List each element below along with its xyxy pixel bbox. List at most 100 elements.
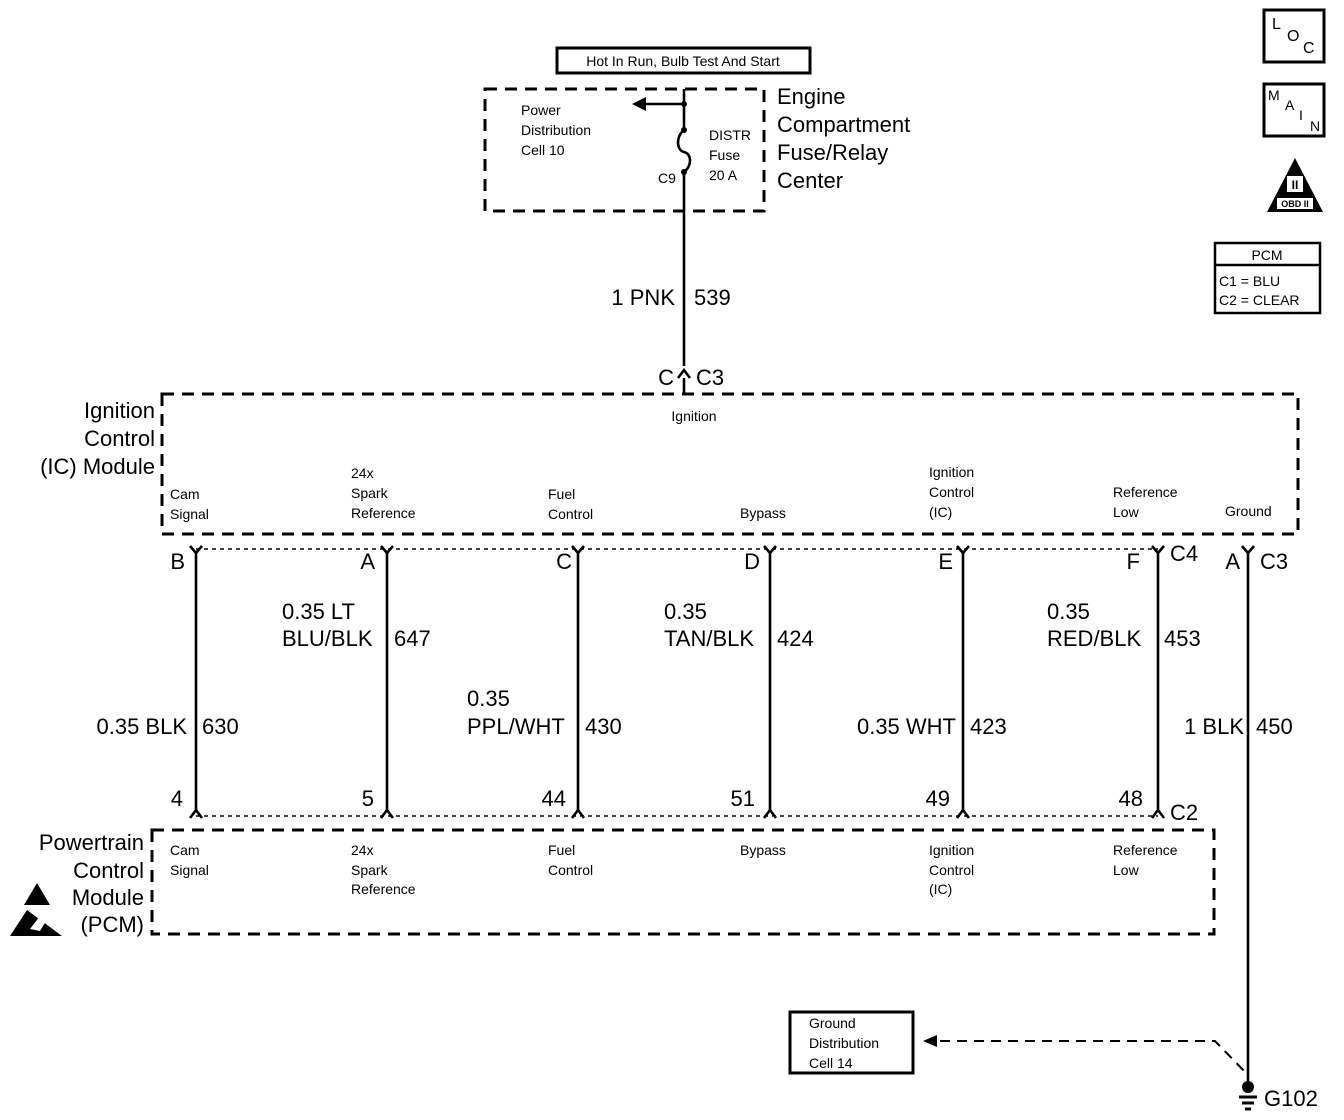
pcm-pin-48: 48 bbox=[1119, 786, 1143, 811]
wire-453-color-1: 0.35 bbox=[1047, 599, 1090, 624]
pcm-signal-reflow-1: Reference bbox=[1113, 842, 1178, 858]
power-distribution-line-2: Distribution bbox=[521, 122, 591, 138]
wire-430-color-2: PPL/WHT bbox=[467, 714, 565, 739]
pcm-connector-c2: C2 bbox=[1170, 800, 1198, 825]
fuse-center-box bbox=[483, 87, 766, 213]
wire-450-circuit: 450 bbox=[1256, 714, 1293, 739]
pcm-signal-cam-2: Signal bbox=[170, 862, 209, 878]
pcm-signal-reflow-2: Low bbox=[1113, 862, 1140, 878]
ic-signal-ground: Ground bbox=[1225, 503, 1272, 519]
wire-423-color: 0.35 WHT bbox=[857, 714, 956, 739]
bus-arrow-icon bbox=[632, 97, 646, 111]
ic-signal-cam-2: Signal bbox=[170, 506, 209, 522]
ground-pin-a: A bbox=[1225, 549, 1240, 574]
ic-signal-ic-3: (IC) bbox=[929, 504, 952, 520]
ground-connector-c3: C3 bbox=[1260, 549, 1288, 574]
pcm-connector-table: PCM C1 = BLU C2 = CLEAR bbox=[1213, 241, 1322, 315]
pcm-module-box bbox=[150, 828, 1216, 936]
pcm-pin-49: 49 bbox=[926, 786, 950, 811]
wire-453-color-2: RED/BLK bbox=[1047, 626, 1141, 651]
ground-distribution-line-1: Ground bbox=[809, 1015, 856, 1031]
pcm-table-row-1: C1 = BLU bbox=[1219, 273, 1280, 289]
svg-text:C: C bbox=[1303, 40, 1315, 57]
fuse-center-title-4: Center bbox=[777, 168, 843, 193]
pcm-table-header: PCM bbox=[1251, 247, 1282, 263]
pcm-pin-5: 5 bbox=[362, 786, 374, 811]
ground-ref-arrow-icon bbox=[923, 1035, 937, 1047]
pcm-title-1: Powertrain bbox=[39, 830, 144, 855]
ic-pin-e: E bbox=[938, 549, 953, 574]
ic-pin-b: B bbox=[170, 549, 185, 574]
wire-450-color: 1 BLK bbox=[1184, 714, 1244, 739]
pcm-signal-ic-3: (IC) bbox=[929, 881, 952, 897]
ic-module-title-2: Control bbox=[84, 426, 155, 451]
esd-hand-icon bbox=[10, 910, 62, 936]
ic-signal-24x-3: Reference bbox=[351, 505, 416, 521]
ground-ref-dashed-line bbox=[940, 1040, 1249, 1076]
ground-symbol-icon bbox=[1239, 1081, 1257, 1111]
fuse-connector-label: C9 bbox=[658, 170, 676, 186]
ic-pin-a: A bbox=[360, 549, 375, 574]
pcm-signal-cam-1: Cam bbox=[170, 842, 200, 858]
pcm-title-2: Control bbox=[73, 858, 144, 883]
loc-icon[interactable]: L O C bbox=[1262, 8, 1326, 64]
wire-430-circuit: 430 bbox=[585, 714, 622, 739]
wire-424-color-1: 0.35 bbox=[664, 599, 707, 624]
fuse-center-title-1: Engine bbox=[777, 84, 846, 109]
ic-module-box bbox=[160, 392, 1300, 536]
ic-signal-bypass: Bypass bbox=[740, 505, 786, 521]
ic-connector-c4: C4 bbox=[1170, 541, 1198, 566]
fuse-label-line-2: Fuse bbox=[709, 147, 740, 163]
ic-ignition-pin: C bbox=[658, 365, 674, 390]
pcm-signal-24x-3: Reference bbox=[351, 881, 416, 897]
wire-424-color-2: TAN/BLK bbox=[664, 626, 754, 651]
svg-text:II: II bbox=[1292, 178, 1299, 192]
svg-text:M: M bbox=[1268, 87, 1280, 103]
ic-signal-reflow-1: Reference bbox=[1113, 484, 1178, 500]
fuse-label-line-3: 20 A bbox=[709, 167, 738, 183]
bus-junction bbox=[681, 101, 687, 107]
wire-453-circuit: 453 bbox=[1164, 626, 1201, 651]
wire-424-circuit: 424 bbox=[777, 626, 814, 651]
fuse-center-title-3: Fuse/Relay bbox=[777, 140, 888, 165]
pcm-signal-ic-1: Ignition bbox=[929, 842, 974, 858]
ic-signal-ic-2: Control bbox=[929, 484, 974, 500]
wire-630-circuit: 630 bbox=[202, 714, 239, 739]
ic-pin-d: D bbox=[744, 549, 760, 574]
ic-signal-fuel-1: Fuel bbox=[548, 486, 575, 502]
pcm-title-3: Module bbox=[72, 885, 144, 910]
ic-signal-reflow-2: Low bbox=[1113, 504, 1140, 520]
ic-ignition-label: Ignition bbox=[671, 408, 716, 424]
obd-ii-icon[interactable]: II OBD II bbox=[1267, 158, 1323, 212]
feed-wire-color: 1 PNK bbox=[611, 285, 675, 310]
ground-g102-label: G102 bbox=[1264, 1086, 1318, 1111]
ground-distribution-line-2: Distribution bbox=[809, 1035, 879, 1051]
power-distribution-line-3: Cell 10 bbox=[521, 142, 565, 158]
svg-text:OBD II: OBD II bbox=[1281, 199, 1309, 209]
ic-signal-24x-1: 24x bbox=[351, 465, 374, 481]
svg-text:N: N bbox=[1310, 118, 1320, 134]
wire-430-color-1: 0.35 bbox=[467, 686, 510, 711]
svg-text:I: I bbox=[1299, 107, 1303, 123]
pcm-pin-51: 51 bbox=[731, 786, 755, 811]
pcm-table-row-2: C2 = CLEAR bbox=[1219, 292, 1300, 308]
main-icon[interactable]: M A I N bbox=[1262, 82, 1326, 138]
ic-signal-cam-1: Cam bbox=[170, 486, 200, 502]
pcm-signal-fuel-2: Control bbox=[548, 862, 593, 878]
ic-module-title-3: (IC) Module bbox=[40, 454, 155, 479]
power-label: Hot In Run, Bulb Test And Start bbox=[586, 53, 780, 69]
svg-text:L: L bbox=[1272, 16, 1281, 33]
pcm-pin-44: 44 bbox=[542, 786, 566, 811]
ic-signal-24x-2: Spark bbox=[351, 485, 389, 501]
pcm-signal-bypass: Bypass bbox=[740, 842, 786, 858]
pcm-signal-24x-1: 24x bbox=[351, 842, 374, 858]
circuit-wires bbox=[194, 552, 1160, 811]
fuse-symbol-icon bbox=[676, 128, 692, 174]
ground-distribution-box bbox=[788, 1010, 915, 1075]
wire-630-color: 0.35 BLK bbox=[96, 714, 187, 739]
svg-text:O: O bbox=[1287, 28, 1299, 45]
power-label-box bbox=[555, 46, 812, 75]
ic-pin-c: C bbox=[556, 549, 572, 574]
ic-pin-f: F bbox=[1127, 549, 1140, 574]
feed-wire-circuit: 539 bbox=[694, 285, 731, 310]
